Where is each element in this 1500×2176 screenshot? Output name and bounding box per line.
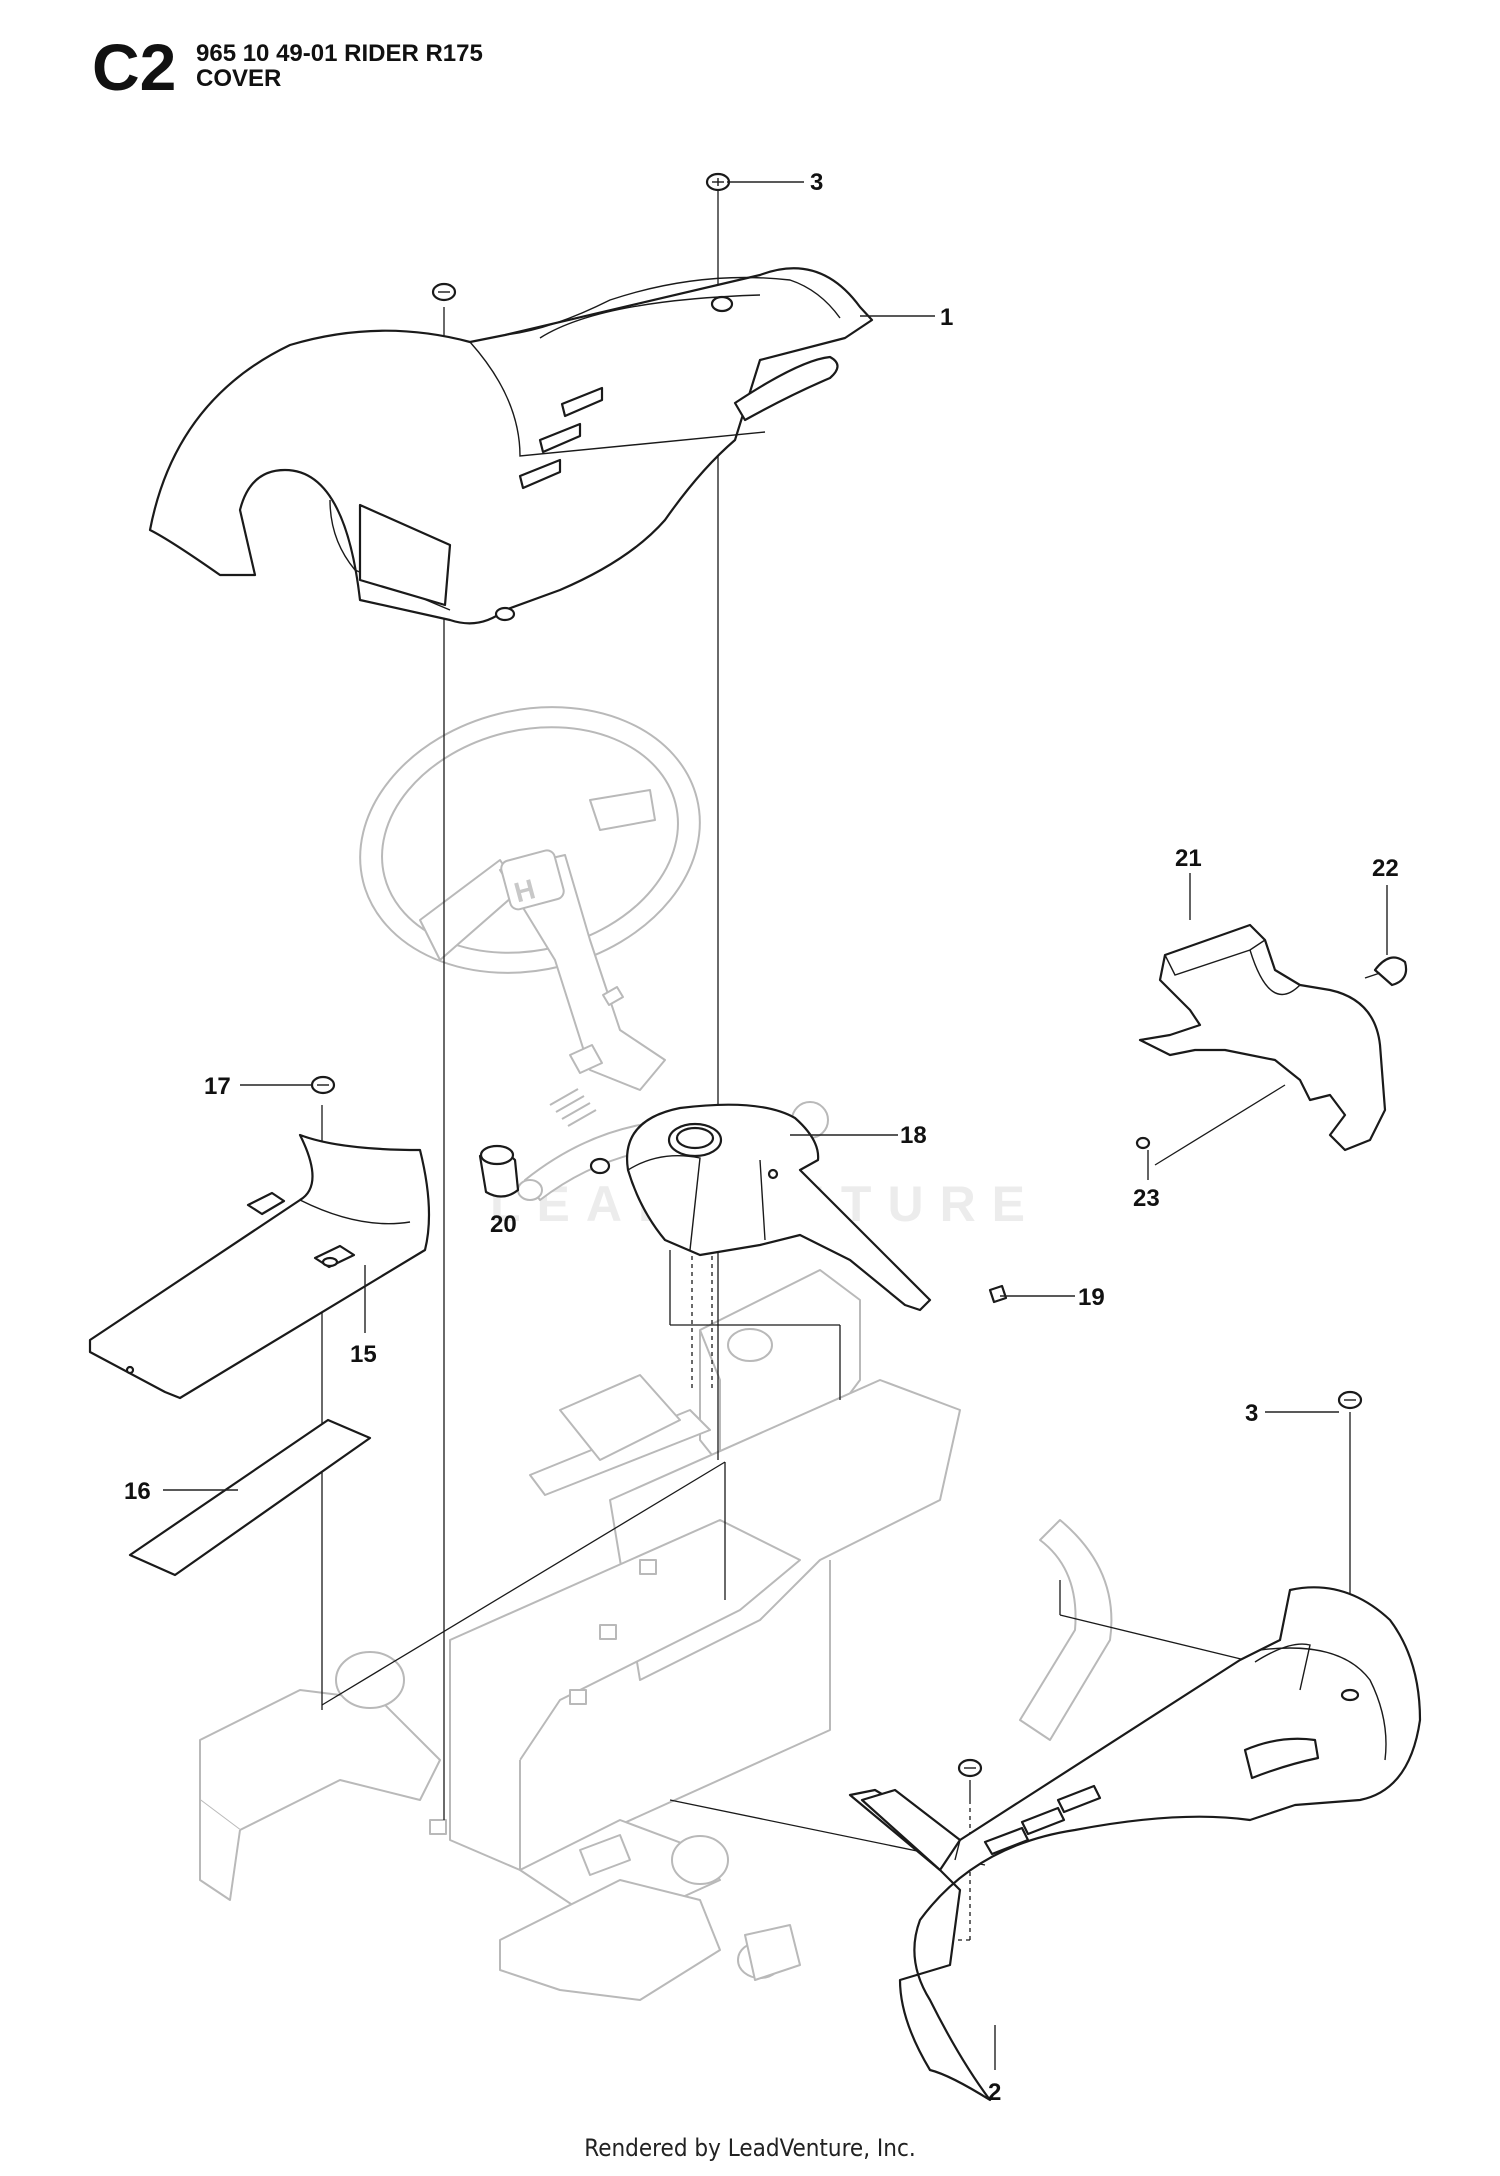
callout-22: 22: [1372, 855, 1399, 882]
washer-23: [1135, 1136, 1151, 1150]
part-1-top-cover: [148, 267, 874, 625]
ghost-column-hardware: [549, 986, 624, 1127]
clip-22: [1364, 956, 1408, 987]
callout-19: 19: [1078, 1284, 1105, 1311]
small-nut: [589, 1157, 611, 1175]
ghost-chassis-frame: [199, 1101, 1113, 2001]
callout-15: 15: [350, 1341, 377, 1368]
ghost-steering-wheel: H: [359, 706, 701, 1091]
callout-17: 17: [204, 1073, 231, 1100]
part-15-side-plate: [88, 1133, 431, 1400]
callout-3-top: 3: [810, 169, 823, 196]
callout-18: 18: [900, 1122, 927, 1149]
diagram-header: C2 965 10 49-01 RIDER R175 COVER: [0, 0, 1500, 120]
callout-23: 23: [1133, 1185, 1160, 1212]
callout-leaders: [163, 181, 1388, 2070]
model-line: 965 10 49-01 RIDER R175: [196, 40, 483, 67]
part-18-column-cover: [626, 1103, 932, 1312]
part-21-side-guard: [1138, 923, 1387, 1152]
callout-20: 20: [490, 1211, 517, 1238]
screw-lower: [957, 1758, 983, 1778]
sheet-code: C2: [92, 30, 177, 104]
callout-21: 21: [1175, 845, 1202, 872]
section-name: COVER: [196, 65, 282, 92]
callout-labels: 3 1 17 18 19 20 21 22 23 15 16 3 2: [124, 169, 1399, 2106]
screw-19: [988, 1284, 1008, 1304]
footer-credit: Rendered by LeadVenture, Inc.: [584, 2134, 916, 2162]
part-2-front-cover: [848, 1586, 1422, 2102]
part-20-button-cap: [478, 1144, 520, 1198]
screw-17: [310, 1075, 336, 1095]
callout-1: 1: [940, 304, 953, 331]
screw-3-right: [1337, 1390, 1363, 1410]
callout-2: 2: [988, 2079, 1001, 2106]
callout-3-right: 3: [1245, 1400, 1258, 1427]
callout-16: 16: [124, 1478, 151, 1505]
screw-3-top: [705, 172, 731, 192]
part-16-flat-strip: [128, 1418, 372, 1577]
screw-left: [431, 282, 457, 302]
